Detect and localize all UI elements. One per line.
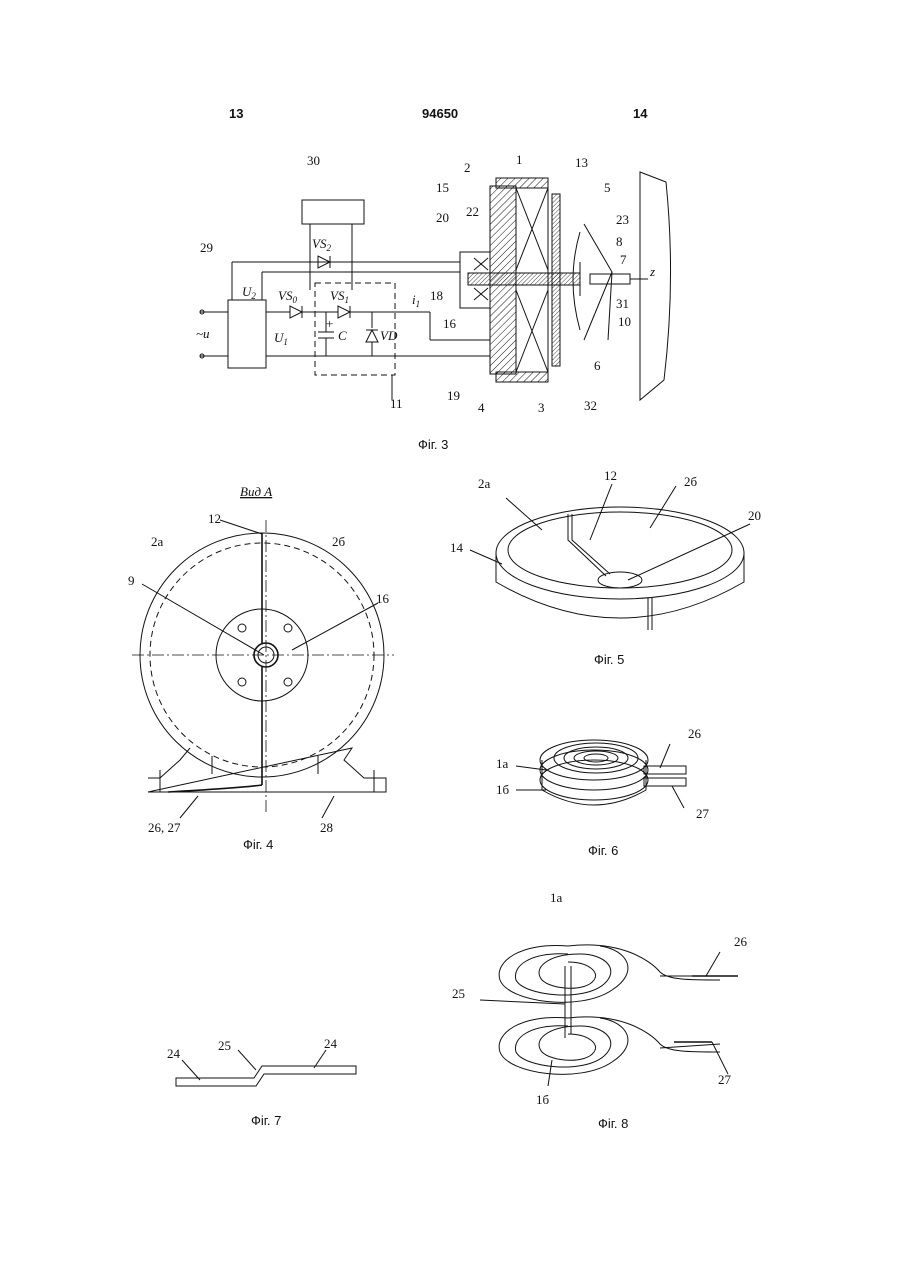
label-vd: VD <box>380 328 398 343</box>
figure-6: 26 1а 1б 27 <box>496 726 710 821</box>
label-u2: U2 <box>242 284 256 301</box>
label-32: 32 <box>584 398 597 413</box>
label-6: 6 <box>594 358 601 373</box>
object-32 <box>640 172 671 400</box>
label-7: 7 <box>620 252 627 267</box>
label-u: ~u <box>196 326 210 341</box>
fig6-label-27: 27 <box>696 806 710 821</box>
label-30: 30 <box>307 153 320 168</box>
fig6-label-1b: 1б <box>496 782 510 797</box>
fig4-label-2b: 2б <box>332 534 346 549</box>
figure-7: 24 25 24 <box>167 1036 356 1086</box>
label-1: 1 <box>516 152 523 167</box>
figure-8: 1а 26 25 1б 27 <box>452 890 748 1107</box>
label-2: 2 <box>464 160 471 175</box>
label-z: z <box>649 264 655 279</box>
fig8-label-1a: 1а <box>550 890 563 905</box>
label-18: 18 <box>430 288 443 303</box>
fig5-label-12: 12 <box>604 468 617 483</box>
label-19: 19 <box>447 388 460 403</box>
block-30 <box>302 200 364 224</box>
label-3: 3 <box>538 400 545 415</box>
fig4-label-16: 16 <box>376 591 390 606</box>
label-23: 23 <box>616 212 629 227</box>
label-11: 11 <box>390 396 403 411</box>
fig8-label-1b: 1б <box>536 1092 550 1107</box>
label-u1: U1 <box>274 330 288 347</box>
label-5: 5 <box>604 180 611 195</box>
label-15: 15 <box>436 180 449 195</box>
label-22: 22 <box>466 204 479 219</box>
label-13: 13 <box>575 155 588 170</box>
fig7-label-24a: 24 <box>167 1046 181 1061</box>
ring-14-outer <box>496 507 744 599</box>
base-28 <box>148 748 386 792</box>
fig5-label-14: 14 <box>450 540 464 555</box>
label-vs2: VS2 <box>312 236 331 253</box>
block-29 <box>228 300 266 368</box>
fig6-label-26: 26 <box>688 726 702 741</box>
fig6-label-1a: 1а <box>496 756 509 771</box>
label-8: 8 <box>616 234 623 249</box>
spiral-1b <box>499 1017 720 1074</box>
label-20: 20 <box>436 210 449 225</box>
shaft <box>468 273 580 285</box>
label-4: 4 <box>478 400 485 415</box>
fig8-label-25: 25 <box>452 986 465 1001</box>
fig5-label-20: 20 <box>748 508 761 523</box>
fig5-label-2a: 2а <box>478 476 491 491</box>
label-c: C <box>338 328 347 343</box>
fig4-label-2a: 2а <box>151 534 164 549</box>
label-i1: i1 <box>412 292 420 309</box>
fig4-label-9: 9 <box>128 573 135 588</box>
label-vs1: VS1 <box>330 288 349 305</box>
label-16: 16 <box>443 316 457 331</box>
figure-5: 2а 12 2б 20 14 <box>450 468 761 630</box>
fig8-label-26: 26 <box>734 934 748 949</box>
strip-24 <box>176 1066 356 1086</box>
figure-4: Вид А 12 2а 2б 9 16 26, 27 28 <box>128 484 394 835</box>
spiral-1a <box>499 945 720 1002</box>
fig8-label-27: 27 <box>718 1072 732 1087</box>
label-29: 29 <box>200 240 213 255</box>
label-31: 31 <box>616 296 629 311</box>
figure-3: 30 2 1 13 15 5 23 8 7 z 20 22 29 18 16 1… <box>196 152 671 415</box>
fig7-label-24b: 24 <box>324 1036 338 1051</box>
fig4-title: Вид А <box>240 484 272 499</box>
label-plus: + <box>326 316 333 331</box>
label-vs0: VS0 <box>278 288 297 305</box>
fig4-label-28: 28 <box>320 820 333 835</box>
fig7-label-25: 25 <box>218 1038 231 1053</box>
fig4-label-12: 12 <box>208 511 221 526</box>
fig5-label-2b: 2б <box>684 474 698 489</box>
fig4-label-26-27: 26, 27 <box>148 820 181 835</box>
label-10: 10 <box>618 314 631 329</box>
